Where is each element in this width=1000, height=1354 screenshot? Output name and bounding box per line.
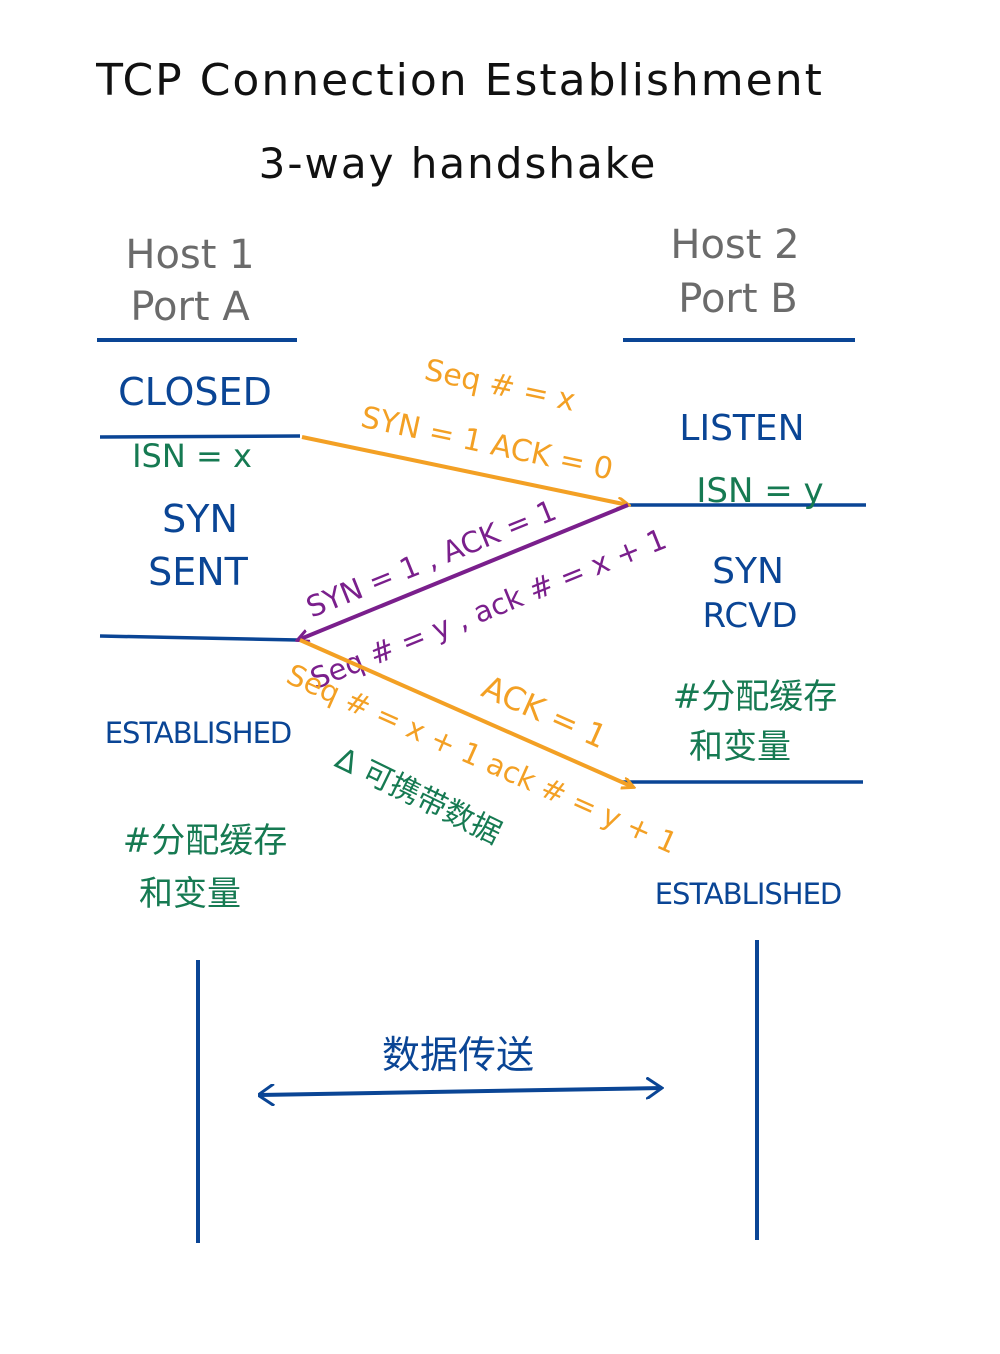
message-ack-flags: ACK = 1 [476,668,612,756]
message-ack-arrow [299,638,633,787]
state-syn-rcvd-1: SYN [712,551,784,592]
state-listen: LISTEN [679,408,804,449]
diagram-subtitle: 3-way handshake [259,139,658,188]
message-syn-seq: Seq # = x [421,353,578,419]
right-isn: ISN = y [696,471,823,511]
state-right-established: ESTABLISHED [655,877,842,911]
host-left-name: Host 1 [125,232,254,278]
left-isn: ISN = x [132,437,252,475]
host-right-name: Host 2 [670,222,799,268]
message-syn-arrow [301,435,628,505]
state-closed: CLOSED [118,370,272,414]
left-alloc-note-1: #分配缓存 [123,821,288,861]
diagram-title: TCP Connection Establishment [95,55,824,106]
right-alloc-note-2: 和变量 [689,727,791,767]
host-left-port: Port A [130,284,250,330]
right-alloc-note-1: #分配缓存 [673,677,838,717]
data-transfer-arrow [260,1088,662,1095]
message-synack-arrow [298,503,629,640]
state-syn-rcvd-2: RCVD [702,596,797,636]
state-left-established: ESTABLISHED [105,716,292,750]
state-syn-sent-1: SYN [162,497,238,541]
host-right-port: Port B [678,276,797,322]
left-timeline-tick-1 [99,434,301,439]
state-syn-sent-2: SENT [148,550,249,594]
left-timeline-tick-2 [99,634,299,642]
data-transfer-label: 数据传送 [382,1033,534,1077]
left-alloc-note-2: 和变量 [139,874,241,914]
